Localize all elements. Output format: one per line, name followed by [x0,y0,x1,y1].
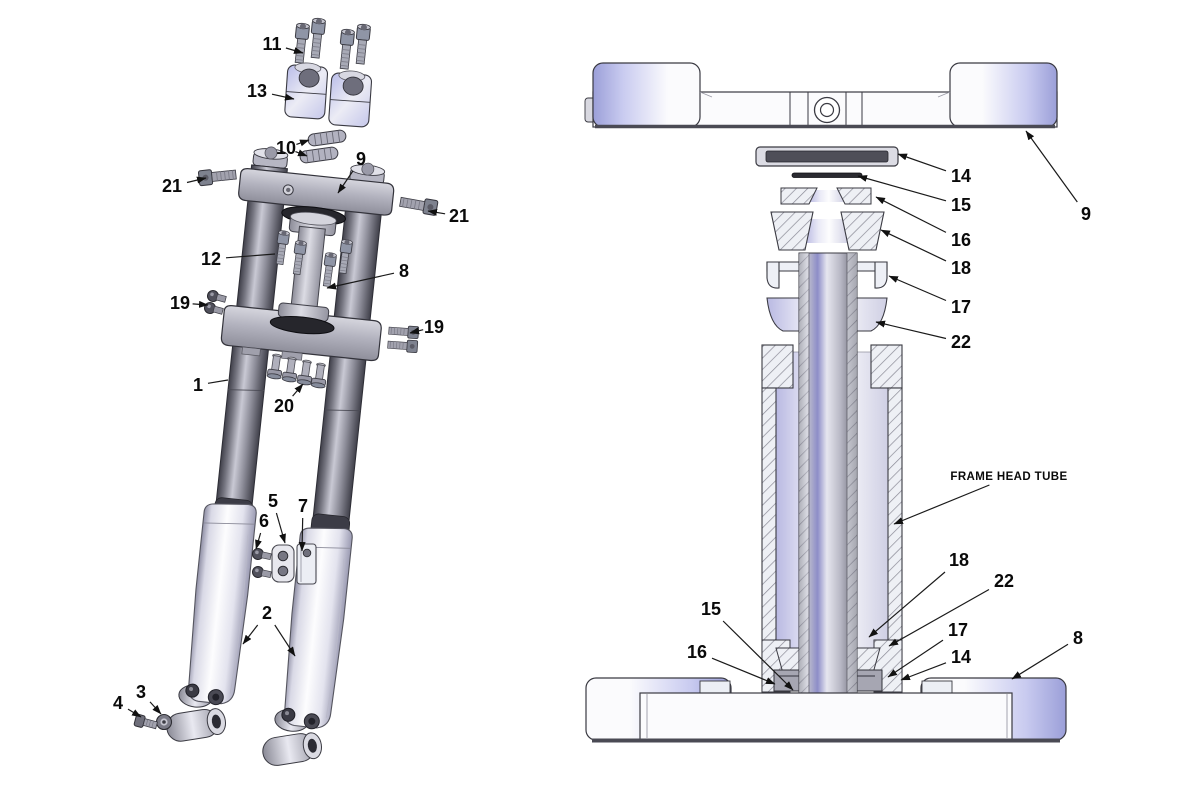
leader-line [149,701,162,715]
button-screws-part19-left [202,288,228,318]
guide-screws-part6 [250,546,273,581]
leader-line [1011,643,1069,680]
callout-number: 11 [262,34,281,54]
callout-number: 2 [262,603,272,623]
leader-line [722,620,794,691]
oring-part15 [791,172,863,178]
callout-number: 12 [201,249,221,269]
leader-line [326,272,395,290]
leader-line [285,47,304,54]
leader-line [888,275,947,302]
callout-number: 9 [1081,204,1091,224]
callouts-layer: 11 13 10 9 21 21 12 8 19 19 1 20 56 7 2 34 14 15 16 18 9 17 22… [113,34,1091,718]
front-fork-exploded-view [133,17,439,775]
washer-part3 [155,713,173,731]
leader-line [274,624,296,657]
leader-line [271,93,295,101]
leader-line [888,588,990,647]
bearing-race-part16 [780,187,872,205]
callout-number: 16 [687,642,707,662]
part-caption: FRAME HEAD TUBE [950,471,1067,483]
steering-stem-tube [798,252,858,696]
leader-line [875,320,947,340]
leader-line [711,657,776,685]
callout-number: 22 [994,571,1014,591]
bolt-part4 [133,713,158,730]
leader-line [186,176,207,184]
leader-line [887,639,944,678]
leader-line [427,209,446,216]
callout-number: 17 [948,620,968,640]
steering-stem-section-view [584,62,1067,743]
callout-number: 5 [268,491,278,511]
top-clamp [238,168,395,216]
leader-line [337,170,354,194]
callout-number: 14 [951,166,971,186]
pinch-bolt-part21-right [398,193,439,217]
leader-line [880,229,947,262]
leader-line [875,196,947,233]
callout-number: 17 [951,297,971,317]
leader-line [900,662,947,681]
pinch-bolt-part21-left [197,166,238,187]
leader-line [255,532,262,550]
dust-cap-part14 [755,146,899,167]
steering-stem-base [269,302,335,335]
clamp-inserts-part10 [298,128,348,165]
callout-number: 19 [424,317,444,337]
leader-line [292,383,304,397]
leader-line [893,484,990,525]
callout-number: 16 [951,230,971,250]
callout-number: 20 [274,396,294,416]
callout-number: 8 [399,261,409,281]
leader-line [207,379,229,384]
frame-head-tube-walls [761,344,903,693]
leader-line [192,300,209,308]
callout-number: 13 [247,81,267,101]
callout-number: 8 [1073,628,1083,648]
leader-line [857,175,947,202]
guide-plate-part5 [271,544,295,583]
callout-number: 1 [193,375,203,395]
leader-line [275,512,286,544]
handlebar-clamp-bolts-part11 [292,17,372,70]
fork-main-assembly [161,144,395,775]
callout-number: 18 [951,258,971,278]
leader-line [242,624,259,645]
leader-line [409,327,424,335]
callout-number: 19 [170,293,190,313]
callout-number: 7 [298,496,308,516]
leader-line [225,253,276,259]
callout-number: 22 [951,332,971,352]
leader-line [295,149,308,157]
fork-slider-left [161,497,258,751]
leader-line [1025,130,1078,203]
callout-number: 15 [951,195,971,215]
handlebar-risers-part13 [283,61,373,128]
bottom-triple-clamp-front [585,677,1067,743]
top-triple-clamp-front [584,62,1058,129]
screws-part19-right [387,324,420,354]
callout-number: 15 [701,599,721,619]
leader-line [296,139,310,147]
leader-line [127,708,142,718]
callout-number: 6 [259,511,269,531]
callout-number: 10 [276,138,296,158]
guide-bracket-part7 [296,543,317,585]
leader-line [897,153,947,172]
callout-number: 21 [162,176,182,196]
lower-bearing-installed [773,647,883,692]
upper-bearing-part18 [770,211,885,251]
callout-number: 3 [136,682,146,702]
leader-line [868,571,946,638]
callout-number: 14 [951,647,971,667]
callout-number: 18 [949,550,969,570]
callout-number: 9 [356,149,366,169]
callout-number: 4 [113,693,123,713]
callout-number: 21 [449,206,469,226]
leader-line [298,517,306,552]
